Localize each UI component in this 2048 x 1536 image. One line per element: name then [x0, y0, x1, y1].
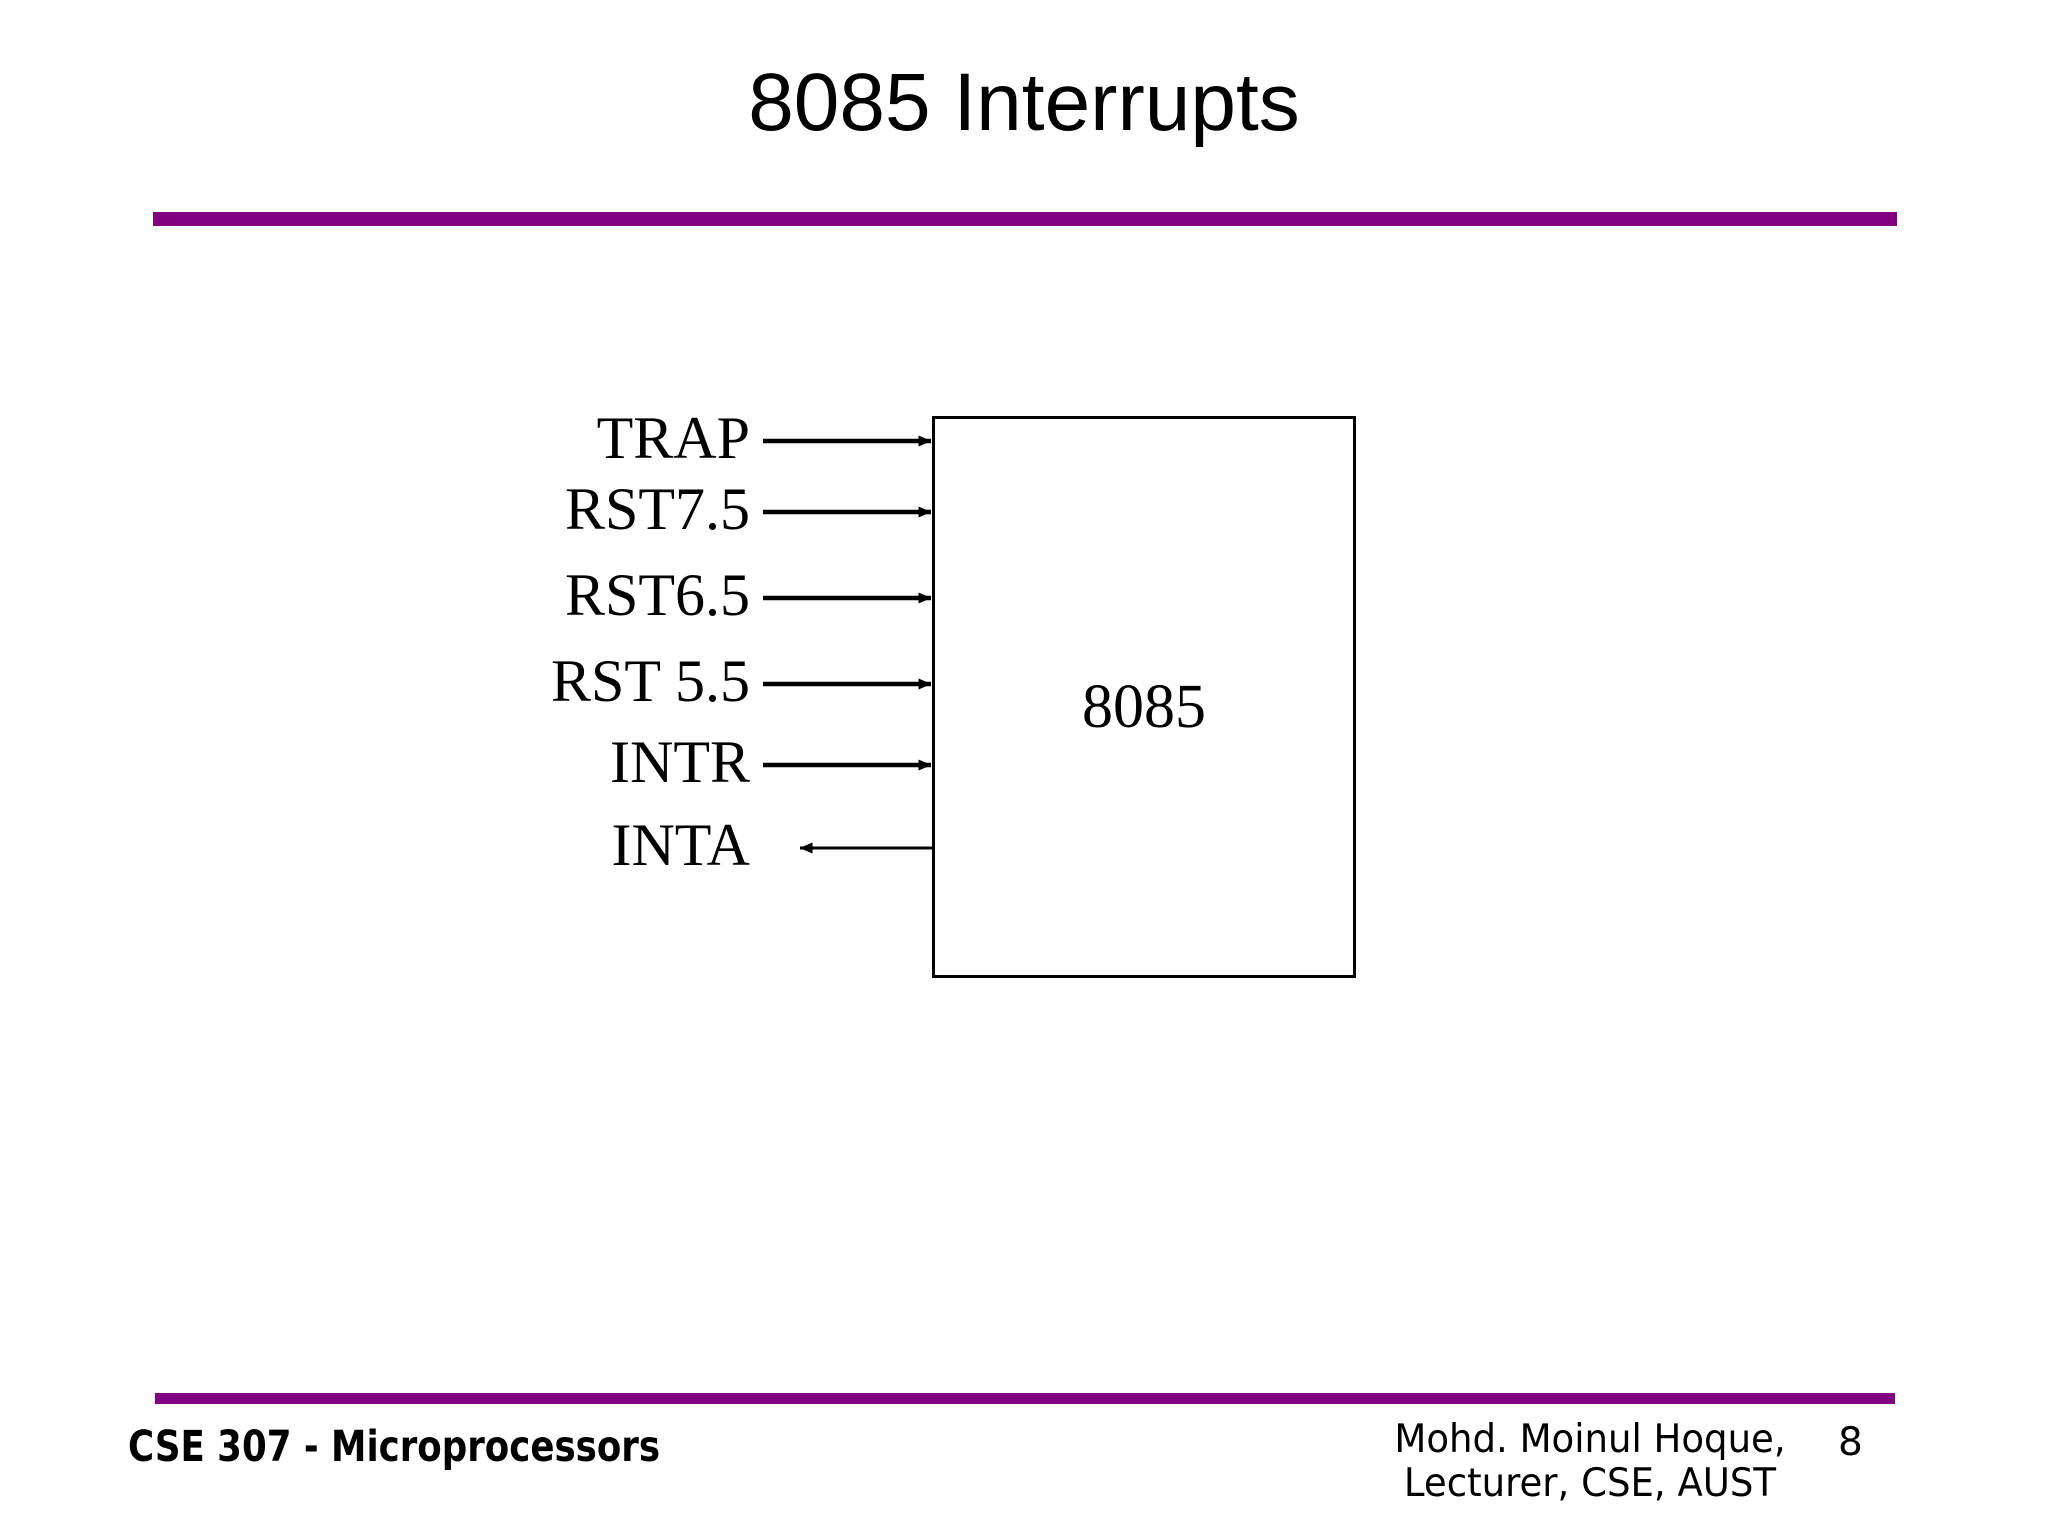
footer-author: Mohd. Moinul Hoque, Lecturer, CSE, AUST [1391, 1418, 1790, 1505]
footer-divider [155, 1393, 1895, 1404]
cpu-block-label: 8085 [1082, 673, 1206, 741]
signal-label-rst65: RST6.5 [564, 562, 750, 628]
footer-course: CSE 307 - Microprocessors [128, 1422, 661, 1472]
signal-label-rst55: RST 5.5 [551, 648, 750, 714]
page-title: 8085 Interrupts [748, 57, 1300, 148]
page-number: 8 [1838, 1420, 1863, 1465]
signal-label-trap: TRAP [596, 405, 750, 471]
footer-author-line2: Lecturer, CSE, AUST [1403, 1460, 1777, 1506]
signal-label-inta: INTA [611, 812, 751, 878]
cpu-block [932, 416, 1356, 978]
signal-label-rst75: RST7.5 [564, 476, 750, 542]
header-divider [153, 212, 1897, 226]
signal-label-intr: INTR [610, 729, 750, 795]
footer-author-line1: Mohd. Moinul Hoque, [1394, 1417, 1786, 1462]
